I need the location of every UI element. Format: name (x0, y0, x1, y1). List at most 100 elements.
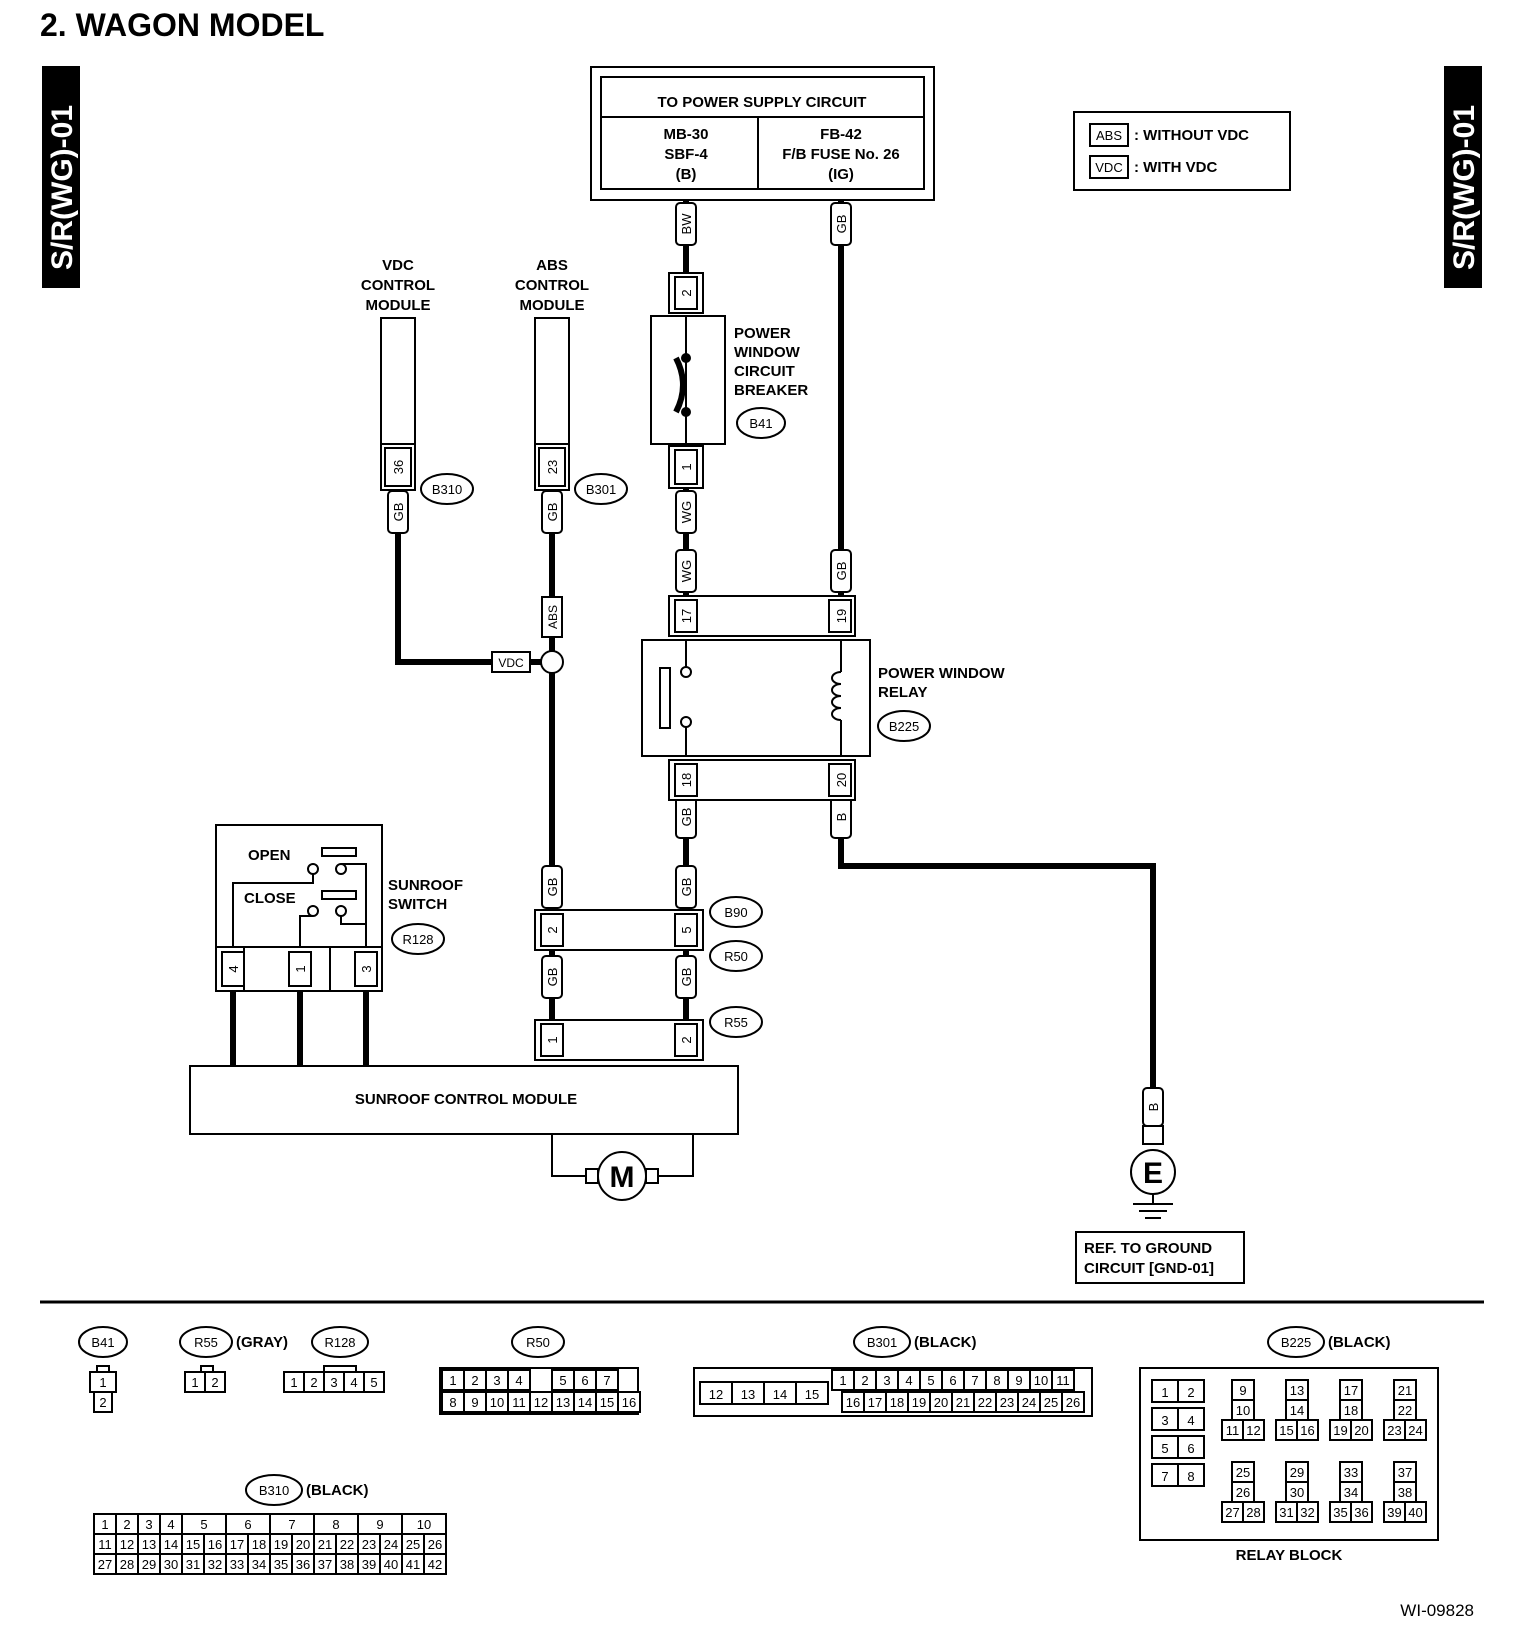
pin-label: 10 (1034, 1373, 1048, 1388)
pin-label: 17 (230, 1537, 244, 1552)
pin-label: 19 (1333, 1423, 1347, 1438)
power-supply-left-1: MB-30 (663, 126, 708, 143)
connector-r55: 1 2 (534, 1019, 704, 1061)
pin-label: 21 (956, 1395, 970, 1410)
wire-tag-gb: GB (541, 865, 563, 909)
pin-label: 15 (1279, 1423, 1293, 1438)
pin-label: 37 (1398, 1465, 1412, 1480)
ground-ref-2: CIRCUIT [GND-01] (1084, 1260, 1214, 1277)
pin-label: 34 (252, 1557, 266, 1572)
pin-label: 12 (709, 1387, 723, 1402)
wire-tag-gb-text: GB (391, 503, 406, 522)
pin-cell (1350, 1501, 1373, 1523)
pin-label: 28 (1246, 1505, 1260, 1520)
pin-label: 23 (1000, 1395, 1014, 1410)
breaker-label-4: BREAKER (734, 382, 808, 399)
connector-callout-b41: B41 (736, 407, 786, 439)
legend-abs-tag: ABS (1096, 128, 1122, 143)
power-supply-left-2: SBF-4 (664, 146, 708, 163)
legend-vdc-text: : WITH VDC (1134, 159, 1217, 176)
wire-tag-b-text: B (834, 813, 849, 822)
pin-cell (1177, 1407, 1205, 1431)
pin-label: 1 (449, 1373, 456, 1388)
pin-label: 21 (1398, 1383, 1412, 1398)
legend: ABS : WITHOUT VDC VDC : WITH VDC (1073, 111, 1291, 191)
wire-tag-bw: BW (675, 202, 697, 246)
pin-label: 9 (471, 1395, 478, 1410)
pin-label: 35 (274, 1557, 288, 1572)
connector-callout-r50: R50 (709, 940, 763, 972)
pin-cell (1061, 1391, 1085, 1413)
abs-control-module: ABS CONTROL MODULE 23 (515, 257, 589, 491)
pin-cell (1051, 1369, 1075, 1391)
pin-label: 13 (1290, 1383, 1304, 1398)
power-supply-right-1: FB-42 (820, 126, 862, 143)
pin-label: 36 (1354, 1505, 1368, 1520)
connector-callout-b90-text: B90 (724, 905, 747, 920)
vdc-module-label-1: VDC (382, 257, 414, 274)
pin-36: 36 (391, 460, 406, 474)
side-tag-right: S/R(WG)-01 (1444, 66, 1482, 288)
connector-view-r128: R128 1 2 3 4 5 (283, 1326, 385, 1393)
pin-2: 2 (545, 926, 560, 933)
pin: 2 (99, 1395, 106, 1410)
pin-label: 12 (120, 1537, 134, 1552)
pin-label: 15 (805, 1387, 819, 1402)
switch-close-label: CLOSE (244, 890, 296, 907)
pin-label: 21 (318, 1537, 332, 1552)
connector-callout-b41-text: B41 (749, 416, 772, 431)
pin-label: 22 (1398, 1403, 1412, 1418)
legend-vdc-tag: VDC (1095, 160, 1122, 175)
wire-tag-b: B (1142, 1087, 1164, 1127)
connector-view-b225-note: (BLACK) (1328, 1334, 1390, 1351)
pin-label: 3 (1161, 1413, 1168, 1428)
pin-label: 30 (1290, 1485, 1304, 1500)
pin-label: 39 (1387, 1505, 1401, 1520)
connector-view-b41: B41 1 2 (78, 1326, 128, 1413)
wire-tag-b: B (830, 795, 852, 839)
pin-label: 2 (471, 1373, 478, 1388)
pin-23: 23 (545, 460, 560, 474)
power-supply-right-3: (IG) (828, 166, 854, 183)
wire-tag-gb: GB (387, 490, 409, 534)
pin-cell (1296, 1501, 1319, 1523)
pin-label: 7 (603, 1373, 610, 1388)
power-supply-header: TO POWER SUPPLY CIRCUIT (658, 94, 867, 111)
pin-label: 4 (167, 1517, 174, 1532)
ground: E REF. TO GROUND CIRCUIT [GND-01] (1075, 1125, 1245, 1284)
breaker-label-3: CIRCUIT (734, 363, 795, 380)
pin-cell (1242, 1501, 1265, 1523)
side-tag-left: S/R(WG)-01 (42, 66, 80, 288)
pin-label: 9 (376, 1517, 383, 1532)
pin-label: 16 (622, 1395, 636, 1410)
pin-label: 15 (186, 1537, 200, 1552)
pin-label: 16 (846, 1395, 860, 1410)
pin-label: 40 (1408, 1505, 1422, 1520)
pin-label: 18 (1344, 1403, 1358, 1418)
connector-callout-b301: B301 (574, 473, 628, 505)
wire-tag-gb-text: GB (679, 878, 694, 897)
side-tag-left-text: S/R(WG)-01 (46, 105, 79, 270)
pin-label: 29 (142, 1557, 156, 1572)
pin-label: 32 (1300, 1505, 1314, 1520)
pin-label: 9 (1015, 1373, 1022, 1388)
pin-label: 1 (839, 1373, 846, 1388)
pin-label: 7 (971, 1373, 978, 1388)
pin-label: 8 (993, 1373, 1000, 1388)
pin-label: 29 (1290, 1465, 1304, 1480)
pin-label: 14 (1290, 1403, 1304, 1418)
pin-label: 13 (556, 1395, 570, 1410)
pin-label: 40 (384, 1557, 398, 1572)
pin: 2 (211, 1375, 218, 1390)
pin-cell (507, 1369, 531, 1391)
pin-label: 31 (1279, 1505, 1293, 1520)
pin-cell (1242, 1419, 1265, 1441)
pin-cell (423, 1553, 447, 1575)
pin-label: 2 (861, 1373, 868, 1388)
legend-abs-text: : WITHOUT VDC (1134, 127, 1249, 144)
wire-tag-gb-text: GB (679, 968, 694, 987)
pin-cell (1404, 1419, 1427, 1441)
pin-label: 26 (428, 1537, 442, 1552)
wire-tag-wg-text: WG (679, 560, 694, 582)
